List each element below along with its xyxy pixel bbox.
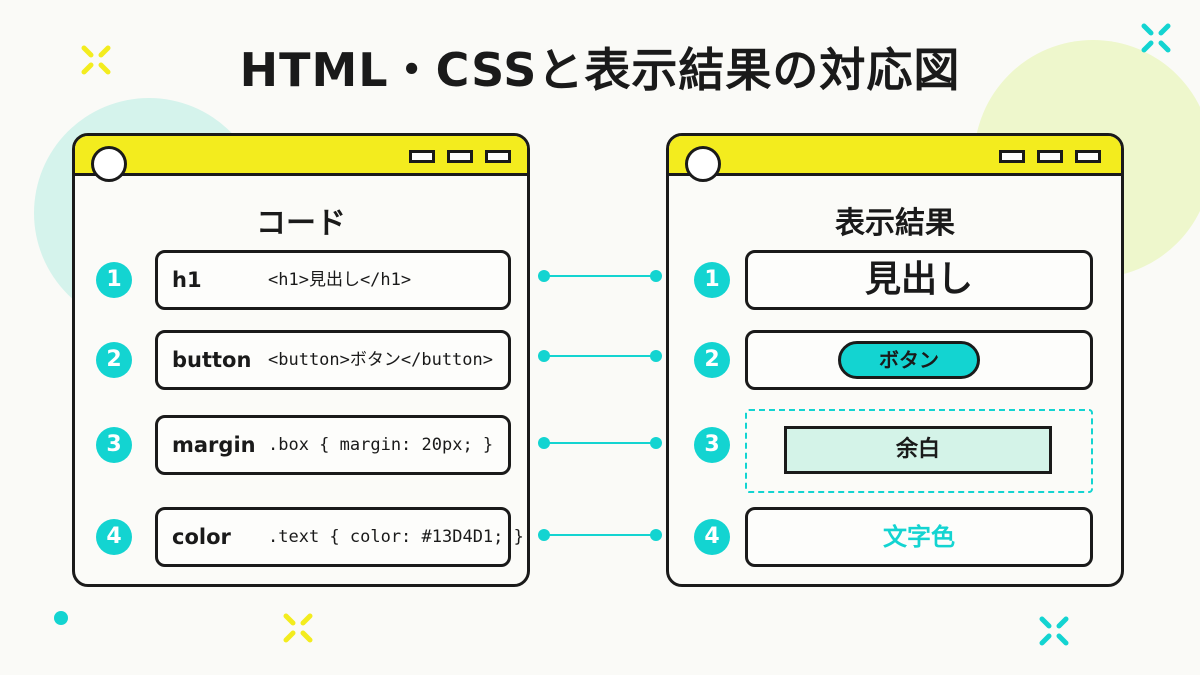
result-row-button: ボタン	[745, 330, 1093, 390]
sparkle-icon	[1141, 23, 1171, 53]
number-badge-1: 1	[96, 262, 132, 298]
connector-1	[538, 270, 662, 282]
margin-box: 余白	[784, 426, 1052, 474]
connector-2	[538, 350, 662, 362]
window-titlebar	[75, 136, 527, 182]
connector-3	[538, 437, 662, 449]
decorative-dot	[54, 611, 68, 625]
code-row-color: color .text { color: #13D4D1; }	[155, 507, 524, 567]
code-row-button: button <button>ボタン</button>	[155, 330, 511, 390]
code-row-key: h1	[172, 268, 202, 292]
code-row-key: color	[172, 525, 231, 549]
window-control-button[interactable]	[1037, 150, 1063, 163]
code-row-margin: margin .box { margin: 20px; }	[155, 415, 511, 475]
code-row-snippet: .text { color: #13D4D1; }	[268, 527, 524, 547]
code-row-snippet: <button>ボタン</button>	[268, 350, 493, 370]
number-badge-3: 3	[694, 427, 730, 463]
code-row-key: button	[172, 348, 252, 372]
window-control-button[interactable]	[999, 150, 1025, 163]
window-titlebar	[669, 136, 1121, 182]
code-row-snippet: .box { margin: 20px; }	[268, 435, 494, 455]
number-badge-1: 1	[694, 262, 730, 298]
window-circle-icon	[91, 146, 127, 182]
window-control-button[interactable]	[485, 150, 511, 163]
result-window: 表示結果 1 見出し 2 ボタン 3 余白 4 文字色	[666, 133, 1124, 587]
margin-area: 余白	[745, 409, 1093, 493]
window-control-button[interactable]	[1075, 150, 1101, 163]
result-heading-text: 見出し	[864, 259, 973, 300]
sparkle-icon	[283, 613, 313, 643]
window-control-button[interactable]	[447, 150, 473, 163]
page-title: HTML・CSSと表示結果の対応図	[239, 43, 961, 97]
code-row-key: margin	[172, 433, 256, 457]
code-row-h1: h1 <h1>見出し</h1>	[155, 250, 511, 310]
number-badge-4: 4	[694, 519, 730, 555]
connector-4	[538, 529, 662, 541]
sample-button[interactable]: ボタン	[838, 341, 980, 379]
code-window: コード 1 h1 <h1>見出し</h1> 2 button <button>ボ…	[72, 133, 530, 587]
sparkle-icon	[1039, 616, 1069, 646]
number-badge-3: 3	[96, 427, 132, 463]
colored-text: 文字色	[883, 523, 955, 551]
code-window-heading: コード	[256, 206, 346, 241]
result-window-heading: 表示結果	[835, 206, 955, 241]
result-row-heading: 見出し	[745, 250, 1093, 310]
number-badge-2: 2	[694, 342, 730, 378]
number-badge-2: 2	[96, 342, 132, 378]
result-row-color: 文字色	[745, 507, 1093, 567]
window-control-button[interactable]	[409, 150, 435, 163]
code-row-snippet: <h1>見出し</h1>	[268, 270, 412, 290]
sparkle-icon	[81, 45, 111, 75]
number-badge-4: 4	[96, 519, 132, 555]
window-circle-icon	[685, 146, 721, 182]
